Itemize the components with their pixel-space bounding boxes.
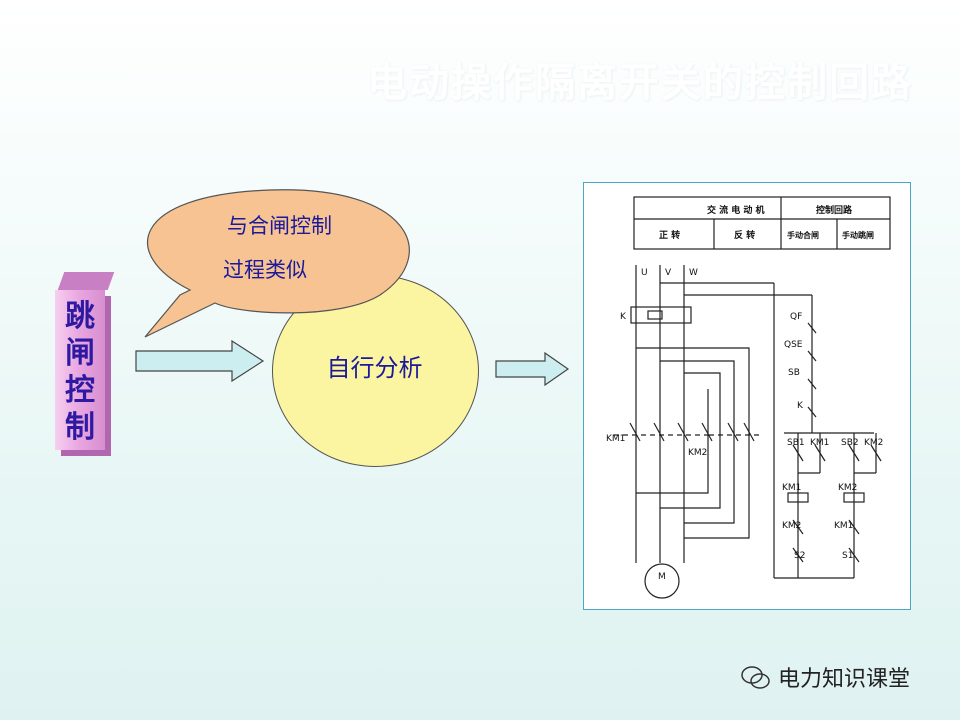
sub-reverse: 反 转 [734, 229, 755, 241]
sb1-label: SB1 [787, 438, 805, 448]
bubble-text-line2: 过程类似 [223, 258, 307, 282]
sb-label: SB [788, 368, 800, 378]
header-motor: 交 流 电 动 机 [707, 204, 765, 216]
phase-w-label: W [689, 268, 698, 278]
sub-manual-close: 手动合闸 [787, 230, 819, 240]
watermark: 电力知识课堂 [740, 660, 910, 694]
wechat-icon [741, 666, 770, 689]
km1-top-label: KM1 [810, 438, 829, 448]
coil-km1-label: KM1 [782, 483, 801, 493]
qse-label: QSE [784, 340, 803, 350]
motor-label: M [658, 572, 666, 582]
k2-label: K [797, 401, 804, 411]
circuit-svg: 交 流 电 动 机 控制回路 正 转 反 转 手动合闸 手动跳闸 U V W K… [606, 196, 891, 599]
arrow-right-2 [495, 352, 570, 386]
coil-km2-label: KM2 [838, 483, 857, 493]
km2-contact-label: KM2 [688, 448, 707, 458]
speech-bubble [144, 189, 410, 338]
header-control: 控制回路 [816, 204, 853, 216]
interlock-km2-label: KM2 [782, 521, 801, 531]
k-relay-label: K [620, 312, 627, 322]
sub-forward: 正 转 [659, 229, 680, 241]
s2-label: S2 [794, 551, 805, 561]
km2-top-label: KM2 [864, 438, 883, 448]
interlock-km1-label: KM1 [834, 521, 853, 531]
phase-u-label: U [641, 268, 648, 278]
s1-label: S1 [842, 551, 853, 561]
phase-v-label: V [665, 268, 672, 278]
sb2-label: SB2 [841, 438, 859, 448]
qf-label: QF [790, 312, 802, 322]
circuit-diagram: 交 流 电 动 机 控制回路 正 转 反 转 手动合闸 手动跳闸 U V W K… [583, 182, 911, 610]
sub-manual-trip: 手动跳闸 [842, 230, 874, 240]
bubble-text-line1: 与合闸控制 [227, 214, 332, 238]
arrow-right-1 [135, 340, 265, 382]
watermark-text: 电力知识课堂 [778, 667, 911, 692]
side-bar-top [57, 272, 115, 290]
km1-contact-label: KM1 [606, 434, 625, 444]
side-bar-label: 跳 闸 控 制 [65, 299, 95, 445]
analysis-label: 自行分析 [326, 354, 423, 382]
slide-title: 电动操作隔离开关的控制回路 [367, 60, 913, 106]
side-bar [55, 290, 105, 450]
